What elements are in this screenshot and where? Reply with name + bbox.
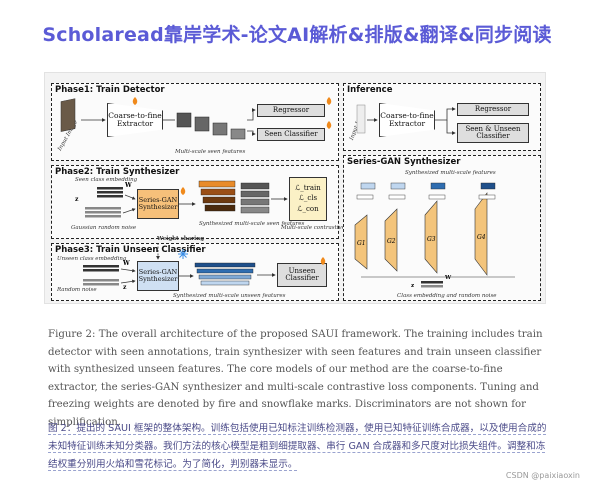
phase3-synth-features-label: Synthesized multi-scale unseen features [173, 293, 286, 299]
architecture-figure: Phase1: Train Detector Input Image Coars… [44, 72, 546, 304]
phase1-seen-classifier: Seen Classifier [257, 128, 325, 141]
loss-cls: ℒ_cls [298, 194, 318, 203]
fire-icon [132, 97, 138, 105]
caption-zh-text: 图 2：提出的 SAUI 框架的整体架构。训练包括使用已知标注训练检测器，使用已… [48, 423, 547, 471]
phase2-synth-features-label: Synthesized multi-scale seen features [199, 221, 305, 227]
snowflake-icon [178, 249, 188, 259]
inference-classifier: Seen & Unseen Classifier [457, 123, 529, 143]
loss-train: ℒ_train [295, 183, 321, 192]
series-gan-generators [354, 192, 488, 276]
inference-input-image [356, 104, 366, 134]
phase3-weight-sharing: Weight sharing [157, 236, 205, 242]
loss-con: ℒ_con [297, 204, 319, 213]
phase2-contrastive-loss: Multi-scale contrastive loss [281, 225, 358, 231]
series-gan-title: Series-GAN Synthesizer [347, 157, 461, 167]
banner-title: Scholaread靠岸学术-论文AI解析&排版&翻译&同步阅读 [42, 24, 552, 46]
phase2-gaussian-noise: Gaussian random noise [71, 225, 137, 231]
phase3-synthesizer: Series-GAN Synthesizer [137, 261, 179, 291]
series-gan-z-label: z [411, 283, 414, 289]
figure-caption-chinese: 图 2：提出的 SAUI 框架的整体架构。训练包括使用已知标注训练检测器，使用已… [48, 420, 548, 474]
series-gan-bottom-label: Class embedding and random noise [397, 293, 497, 299]
phase1-input-image [60, 98, 76, 132]
phase2-synth-feature-stack [198, 180, 270, 214]
fire-icon [180, 187, 186, 195]
figure-caption-english: Figure 2: The overall architecture of th… [48, 329, 543, 428]
phase2-seen-class-embedding: Seen class embedding [75, 177, 138, 183]
phase3-random-noise: Random noise [57, 287, 97, 293]
figure-graphics: W z W z [60, 97, 515, 291]
phase3-w-label: W [122, 260, 130, 267]
phase2-z-label: z [75, 196, 79, 203]
phase3-synth-feature-stack [194, 262, 256, 286]
series-gan-panel [343, 155, 541, 301]
fire-icon [326, 121, 332, 129]
phase1-title: Phase1: Train Detector [55, 85, 165, 95]
phase3-title: Phase3: Train Unseen Classifier [55, 245, 206, 255]
phase1-regressor: Regressor [257, 104, 325, 117]
watermark: CSDN @paixiaoxin [505, 471, 580, 480]
inference-regressor: Regressor [457, 103, 529, 116]
phase3-unseen-classifier: Unseen Classifier [277, 263, 327, 287]
phase3-embedding-bars [83, 265, 119, 286]
series-gan-w-label: W [444, 275, 452, 281]
series-gan-features-label: Synthesized multi-scale features [405, 170, 496, 176]
g3-label: G3 [427, 236, 436, 243]
phase2-synthesizer: Series-GAN Synthesizer [137, 189, 179, 219]
phase3-unseen-class-embedding: Unseen class embedding [57, 256, 127, 262]
phase2-w-label: W [124, 182, 132, 189]
g4-label: G4 [477, 234, 486, 241]
fire-icon [326, 97, 332, 105]
phase2-loss-box: ℒ_train ℒ_cls ℒ_con [289, 177, 327, 221]
g2-label: G2 [387, 238, 396, 245]
phase2-title: Phase2: Train Synthesizer [55, 167, 180, 177]
series-gan-feature-maps [356, 182, 496, 200]
series-gan-inputs [421, 281, 443, 288]
phase1-features-label: Multi-scale seen features [175, 149, 246, 155]
phase1-feature-stack [176, 112, 246, 140]
phase3-z-label: z [123, 284, 127, 291]
phase2-embedding-bars [85, 187, 123, 218]
inference-title: Inference [347, 85, 393, 95]
fire-icon [320, 257, 326, 265]
g1-label: G1 [357, 240, 366, 247]
